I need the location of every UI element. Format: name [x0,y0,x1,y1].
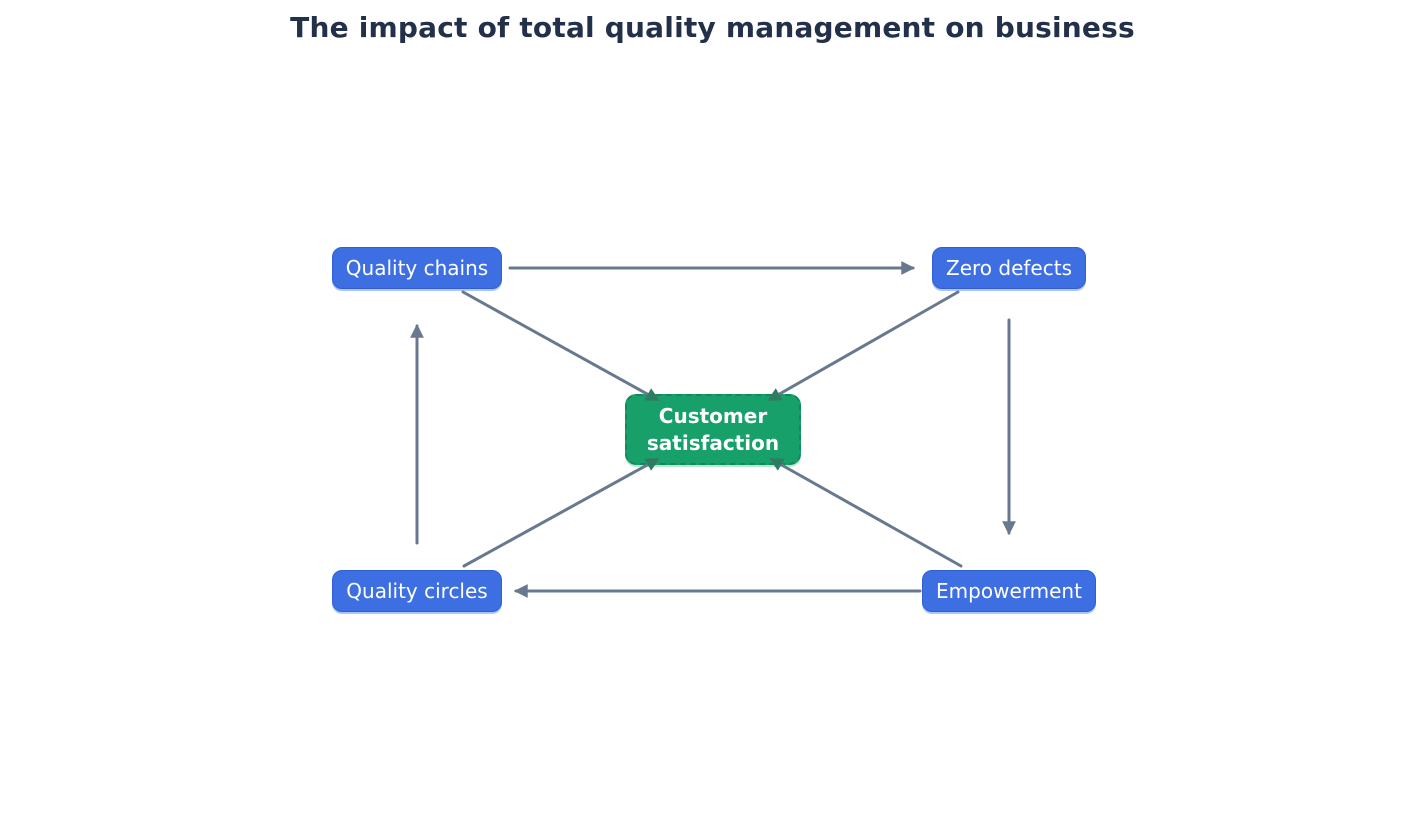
diagram-title: The impact of total quality management o… [290,11,1135,44]
node-quality-circles: Quality circles [332,570,502,612]
node-empowerment-label: Empowerment [936,579,1082,603]
node-customer-satisfaction-label: Customer satisfaction [646,403,780,455]
edge-quality-circles-to-customer-satisfaction [462,457,660,568]
node-quality-chains-label: Quality chains [345,256,489,280]
node-zero-defects: Zero defects [932,247,1086,289]
node-quality-chains: Quality chains [332,247,502,289]
edge-quality-chains-to-customer-satisfaction [461,290,660,402]
edge-zero-defects-to-customer-satisfaction [767,290,960,402]
edge-empowerment-to-customer-satisfaction [769,457,963,568]
node-quality-circles-label: Quality circles [346,579,488,603]
node-empowerment: Empowerment [922,570,1096,612]
node-zero-defects-label: Zero defects [946,256,1072,280]
node-customer-satisfaction: Customer satisfaction [625,394,801,465]
